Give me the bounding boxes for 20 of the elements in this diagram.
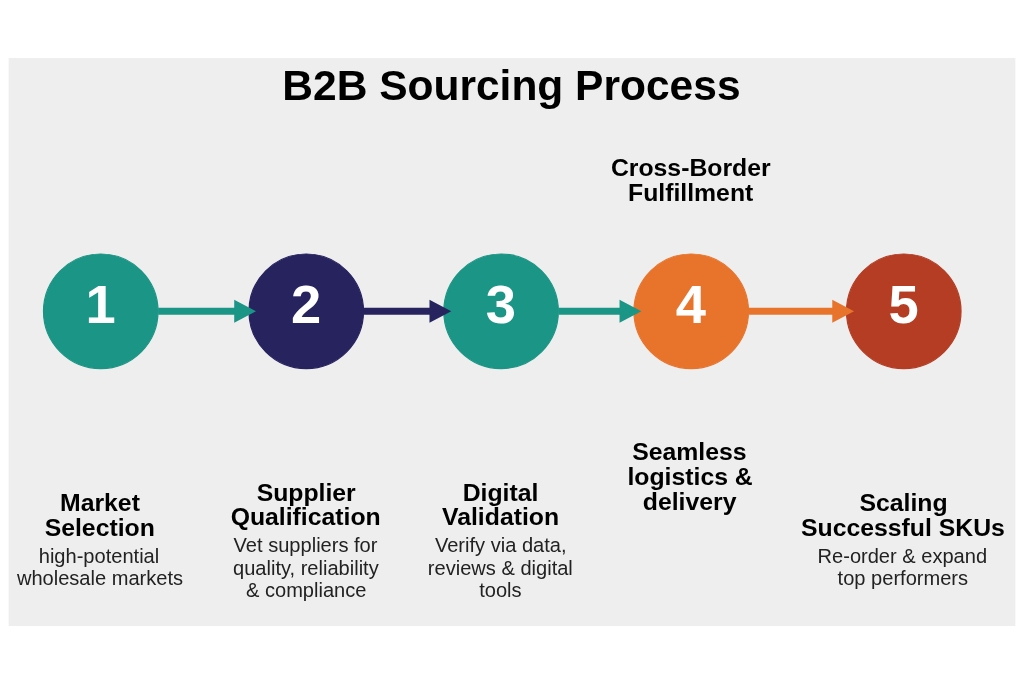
node-circle: 3	[443, 253, 559, 370]
node-label: high-potential wholesale markets	[16, 544, 184, 590]
node-circle: 4	[633, 253, 750, 370]
node-circle: 5	[845, 253, 962, 370]
node-circle: 1	[42, 253, 159, 370]
arrow	[158, 299, 256, 323]
node-label: Seamless logistics & delivery	[627, 438, 753, 516]
arrow	[748, 299, 855, 323]
node-circle: 2	[248, 253, 365, 370]
arrow	[558, 299, 642, 323]
node-label: Supplier Qualification	[230, 478, 381, 531]
node-label: Vet suppliers for quality, reliability & compliance	[233, 534, 379, 602]
node-label: Digital Validation	[442, 478, 560, 531]
node-label: Scaling Successful SKUs	[801, 489, 1005, 542]
node-label: Cross-Border Fulfillment	[610, 153, 771, 206]
diagram-title: B2B Sourcing Process	[282, 62, 741, 110]
node-label: Re-order & expand top performers	[817, 544, 988, 590]
arrow	[363, 299, 452, 323]
node-label: Market Selection	[44, 489, 155, 542]
node-label: Verify via data, reviews & digital tools	[427, 534, 573, 602]
